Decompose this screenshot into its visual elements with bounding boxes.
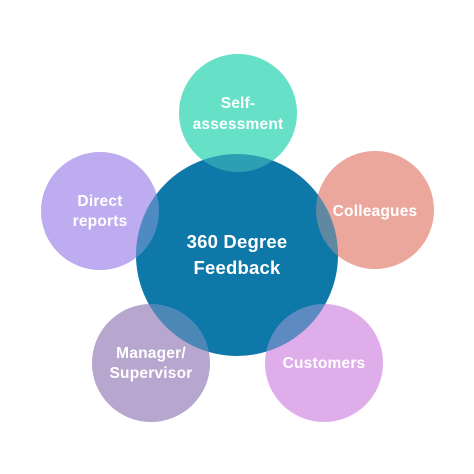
self-assessment-overlap: [179, 54, 297, 172]
direct-reports-circle: [41, 152, 159, 270]
self-assessment-circle: [179, 54, 297, 172]
customers-label: Customers: [283, 355, 366, 372]
direct-reports-label-line-2: reports: [73, 213, 128, 230]
colleagues-label: Colleagues: [333, 203, 418, 220]
direct-reports-overlap: [41, 152, 159, 270]
self-assessment-label-line-1: Self-: [221, 95, 256, 112]
customers-overlap: [265, 304, 383, 422]
colleagues-circle: [316, 151, 434, 269]
outer-nodes: [41, 54, 434, 422]
self-assessment-label-line-2: assessment: [193, 116, 284, 133]
center-label-line-2: Feedback: [194, 257, 281, 278]
manager-supervisor-label-line-1: Manager/: [116, 345, 186, 362]
manager-supervisor-overlap: [92, 304, 210, 422]
manager-supervisor-label-line-2: Supervisor: [110, 365, 193, 382]
overlap-highlights: [41, 54, 434, 422]
direct-reports-label-line-1: Direct: [77, 193, 122, 210]
center-circle: [136, 154, 338, 356]
center-label-line-1: 360 Degree: [187, 231, 288, 252]
labels: 360 Degree Feedback Self- assessment Col…: [73, 95, 418, 382]
colleagues-overlap: [316, 151, 434, 269]
